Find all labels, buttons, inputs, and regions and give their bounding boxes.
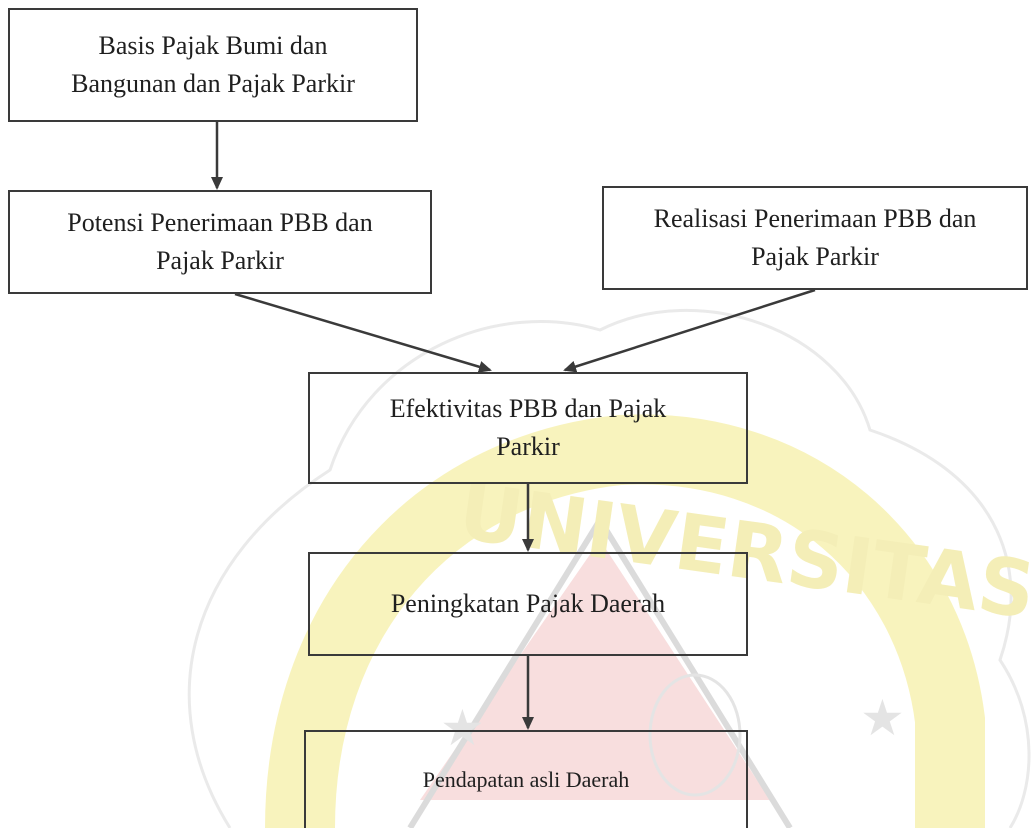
arrow-realisasi-to-efektivitas — [563, 288, 816, 373]
arrow-potensi-to-efektivitas — [234, 292, 492, 373]
node-efektivitas: Efektivitas PBB dan Pajak Parkir — [308, 372, 748, 484]
node-potensi-penerimaan: Potensi Penerimaan PBB dan Pajak Parkir — [8, 190, 432, 294]
node-basis-pajak: Basis Pajak Bumi dan Bangunan dan Pajak … — [8, 8, 418, 122]
watermark-star-right: ★ — [860, 689, 905, 747]
node-realisasi-penerimaan-label: Realisasi Penerimaan PBB dan Pajak Parki… — [653, 204, 977, 271]
node-pendapatan-asli-daerah-label: Pendapatan asli Daerah — [422, 767, 630, 792]
node-pendapatan-asli-daerah: Pendapatan asli Daerah — [304, 730, 748, 828]
node-realisasi-penerimaan: Realisasi Penerimaan PBB dan Pajak Parki… — [602, 186, 1028, 290]
node-potensi-penerimaan-label: Potensi Penerimaan PBB dan Pajak Parkir — [67, 208, 373, 275]
node-peningkatan-pajak-daerah: Peningkatan Pajak Daerah — [308, 552, 748, 656]
node-efektivitas-label: Efektivitas PBB dan Pajak Parkir — [389, 394, 667, 461]
node-peningkatan-pajak-daerah-label: Peningkatan Pajak Daerah — [390, 589, 666, 619]
node-basis-pajak-label: Basis Pajak Bumi dan Bangunan dan Pajak … — [71, 31, 355, 98]
